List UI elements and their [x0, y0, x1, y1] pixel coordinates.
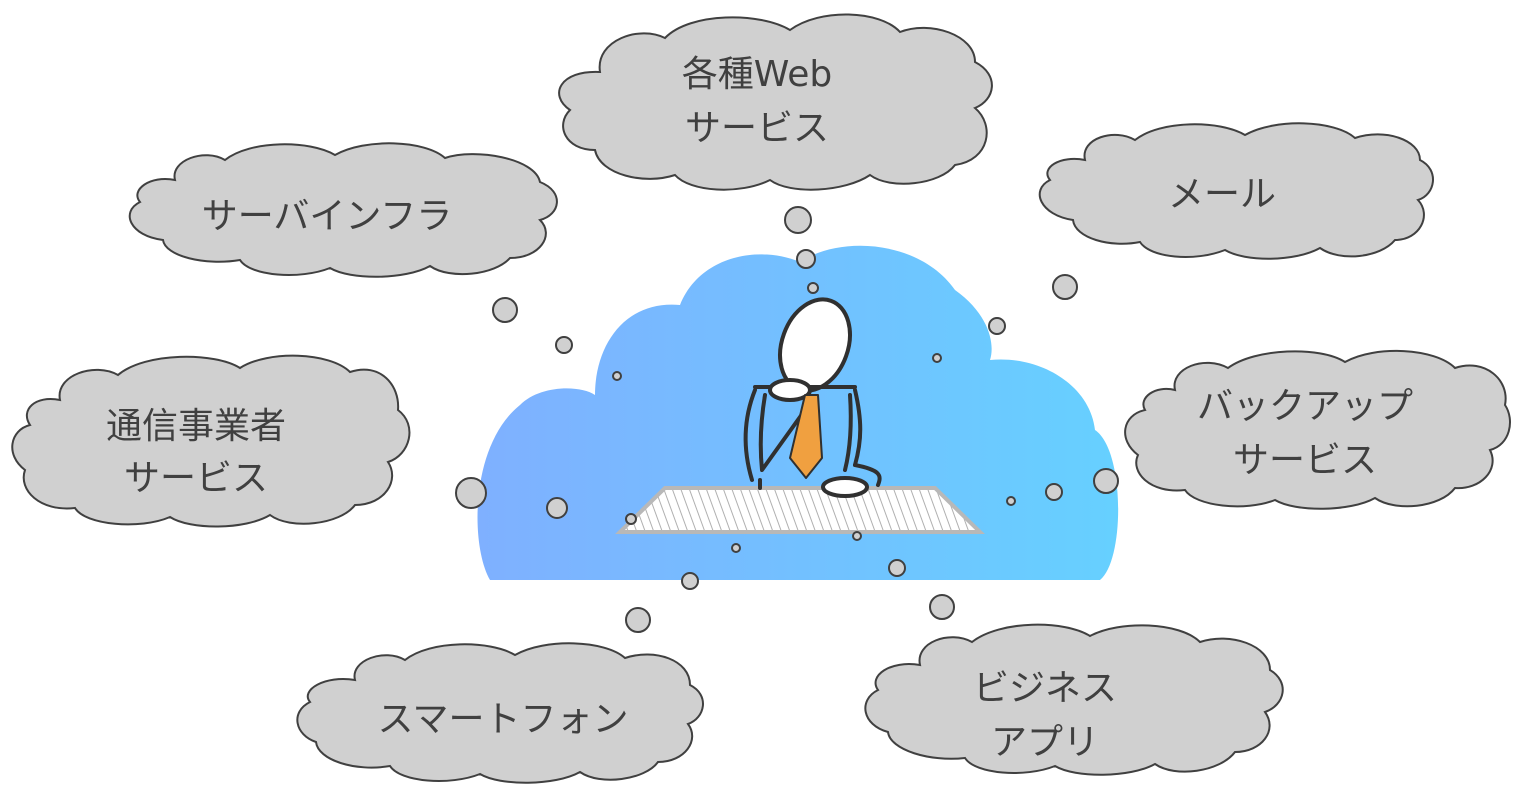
cloud-shape — [864, 623, 1284, 776]
bubble — [929, 594, 955, 620]
cloud-label-line-2: サービス — [124, 458, 268, 499]
bubble — [492, 297, 518, 323]
cloud-business-apps: ビジネス アプリ — [864, 623, 1284, 776]
thought-bubbles — [455, 206, 1119, 633]
bubble — [784, 206, 812, 234]
bubble — [625, 513, 637, 525]
cloud-backup: バックアップ サービス — [1124, 349, 1511, 510]
bubble — [932, 353, 942, 363]
bubble — [852, 531, 862, 541]
bubble — [681, 572, 699, 590]
bubble — [888, 559, 906, 577]
bubble — [625, 607, 651, 633]
cloud-label-line-1: メール — [1168, 174, 1276, 215]
cloud-shape — [558, 13, 993, 191]
cloud-label-line-2: アプリ — [991, 722, 1099, 763]
bubble — [988, 317, 1006, 335]
central-cloud-shape — [477, 245, 1119, 581]
necktie-icon — [789, 394, 823, 479]
cloud-label-line-1: 各種Web — [682, 54, 833, 95]
bubble — [546, 497, 568, 519]
cloud-shape — [1124, 349, 1511, 510]
cloud-mail: メール — [1038, 122, 1434, 260]
cloud-smartphone: スマートフォン — [296, 642, 704, 784]
cloud-shape — [296, 642, 704, 784]
bubble — [455, 477, 487, 509]
cloud-label-line-2: サービス — [1233, 440, 1377, 481]
bubble — [796, 249, 816, 269]
cloud-label-line-1: ビジネス — [973, 668, 1117, 709]
bubble — [731, 543, 741, 553]
cloud-label-line-1: バックアップ — [1197, 386, 1413, 427]
cloud-web-services: 各種Web サービス — [558, 13, 993, 191]
cloud-server-infra: サーバインフラ — [128, 142, 558, 278]
bubble — [1006, 496, 1016, 506]
desk-icon — [615, 486, 985, 534]
bubble — [1045, 483, 1063, 501]
cloud-label-line-1: スマートフォン — [378, 699, 629, 740]
cloud-label-line-2: サービス — [685, 108, 829, 149]
bubble — [1052, 274, 1078, 300]
cloud-shape — [1038, 122, 1434, 260]
bubble — [555, 336, 573, 354]
bubble — [807, 282, 819, 294]
cloud-shape — [128, 142, 558, 278]
thinking-person-icon — [743, 297, 882, 498]
central-cloud — [477, 245, 1119, 581]
bubble — [1093, 468, 1119, 494]
cloud-shape — [11, 354, 411, 528]
cloud-telecom: 通信事業者 サービス — [11, 354, 411, 528]
cloud-label-line-1: サーバインフラ — [202, 196, 453, 237]
cloud-label-line-1: 通信事業者 — [106, 406, 286, 447]
bubble — [612, 371, 622, 381]
